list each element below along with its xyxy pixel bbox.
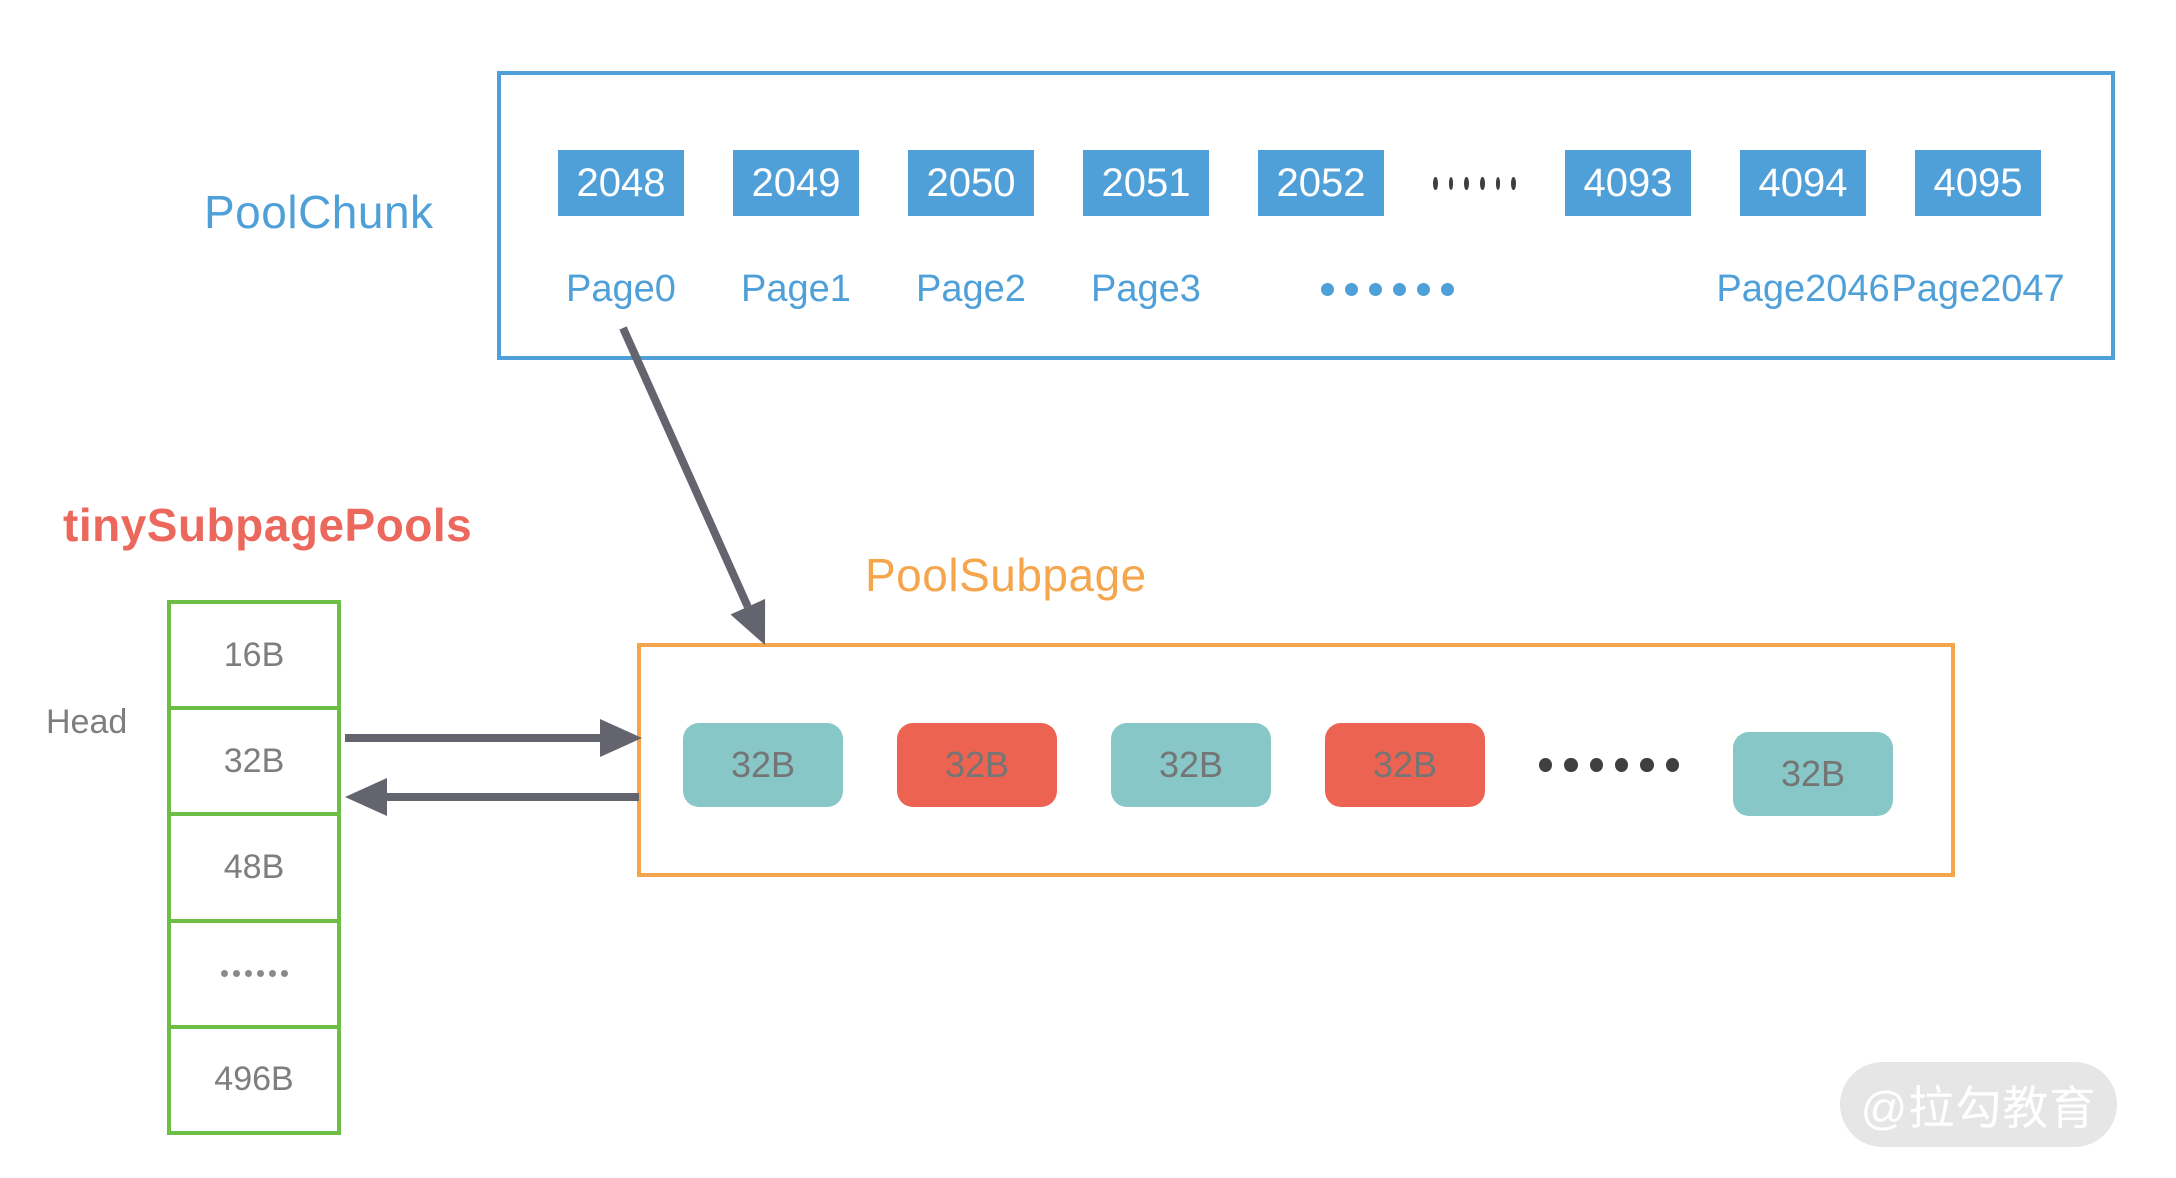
subpage-element-block: 32B xyxy=(1325,723,1485,807)
size-class-row: 32B xyxy=(171,706,337,812)
dot xyxy=(1320,282,1334,296)
dot xyxy=(1665,758,1679,772)
page-label: Page2 xyxy=(908,268,1034,311)
poolsubpage-box: 32B 32B 32B 32B 32B xyxy=(637,643,1955,877)
subpage-element-block: 32B xyxy=(1733,732,1893,816)
page-index-cell: 4095 xyxy=(1915,150,2041,216)
dot xyxy=(1640,758,1654,772)
dot xyxy=(268,970,276,978)
page-label-text: Page2046 xyxy=(1716,267,1890,310)
page-label: Page0 xyxy=(558,268,684,311)
dot xyxy=(1448,176,1454,190)
size-class-row xyxy=(171,918,337,1025)
head-label: Head xyxy=(46,703,128,741)
dot xyxy=(1615,758,1629,772)
dot xyxy=(1368,282,1382,296)
dot xyxy=(232,970,240,978)
page-label-text: Page0 xyxy=(566,267,676,310)
page-label-text: Page2 xyxy=(916,267,1026,310)
dot xyxy=(220,970,228,978)
dot xyxy=(1416,282,1430,296)
page-label: Page1 xyxy=(733,268,859,311)
size-class-row: 496B xyxy=(171,1024,337,1131)
page-index-cell: 4093 xyxy=(1565,150,1691,216)
ellipsis-dots xyxy=(1539,723,1679,807)
dot xyxy=(1589,758,1603,772)
page-label: Page2046 xyxy=(1716,268,1889,311)
size-class-row: 48B xyxy=(171,812,337,918)
poolchunk-cells-row: 2048 2049 2050 2051 2052 4093 4094 4095 xyxy=(558,150,2041,216)
dot xyxy=(244,970,252,978)
ellipsis-dots xyxy=(220,970,288,978)
poolchunk-title: PoolChunk xyxy=(204,186,434,238)
page-index-cell: 2049 xyxy=(733,150,859,216)
poolsubpage-blocks-row: 32B 32B 32B 32B 32B xyxy=(683,723,1893,816)
arrow-subpage-to-head xyxy=(345,778,639,816)
page-index-cell: 2051 xyxy=(1083,150,1209,216)
page-index-cell: 2050 xyxy=(908,150,1034,216)
dot xyxy=(1392,282,1406,296)
ellipsis-dots xyxy=(1432,176,1517,190)
dot xyxy=(1539,758,1553,772)
subpage-element-block: 32B xyxy=(897,723,1057,807)
dot xyxy=(1511,176,1517,190)
dot xyxy=(1440,282,1454,296)
poolsubpage-title: PoolSubpage xyxy=(865,549,1147,601)
dot xyxy=(1432,176,1438,190)
dot xyxy=(1564,758,1578,772)
dot xyxy=(280,970,288,978)
dot xyxy=(256,970,264,978)
dot xyxy=(1495,176,1501,190)
dot xyxy=(1464,176,1469,190)
page-label-text: Page2047 xyxy=(1891,267,2065,310)
watermark-badge: @拉勾教育 xyxy=(1840,1062,2117,1147)
page-label-text: Page1 xyxy=(741,267,851,310)
page-index-cell: 2048 xyxy=(558,150,684,216)
arrow-head-to-subpage xyxy=(345,719,642,757)
page-label: Page3 xyxy=(1083,268,1209,311)
arrow-page0-to-subpage xyxy=(619,326,766,645)
subpage-element-block: 32B xyxy=(1111,723,1271,807)
tiny-subpage-pools-title: tinySubpagePools xyxy=(63,499,473,551)
page-label: Page2047 xyxy=(1891,268,2064,311)
subpage-element-block: 32B xyxy=(683,723,843,807)
page-index-cell: 4094 xyxy=(1740,150,1866,216)
ellipsis-dots xyxy=(1258,282,1516,296)
dot xyxy=(1480,176,1485,190)
page-index-cell: 2052 xyxy=(1258,150,1384,216)
size-class-row: 16B xyxy=(223,635,285,674)
page-label-text: Page3 xyxy=(1091,267,1201,310)
dot xyxy=(1344,282,1358,296)
